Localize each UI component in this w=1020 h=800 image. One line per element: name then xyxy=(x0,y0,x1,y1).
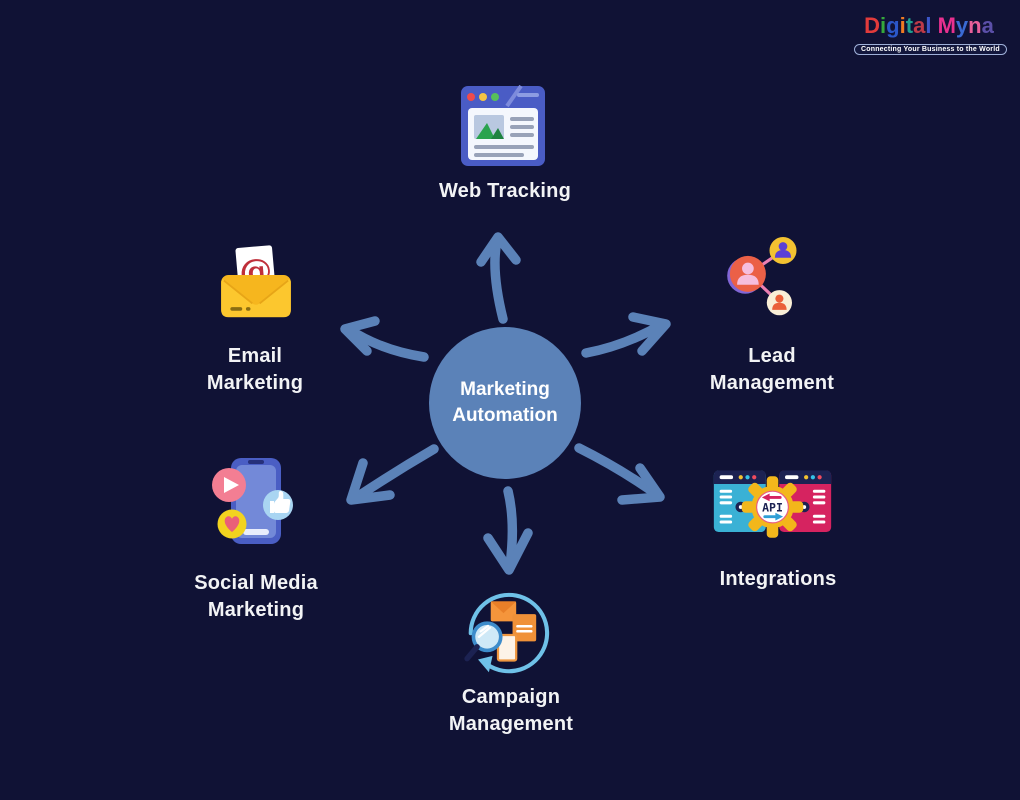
label-email-marketing: Email Marketing xyxy=(105,343,405,397)
label-line: Management xyxy=(709,372,835,394)
logo-letter: D xyxy=(864,13,881,38)
label-line: Management xyxy=(448,713,574,735)
arrow-down-icon xyxy=(483,486,533,575)
brand-logo: Digital Myna Connecting Your Business to… xyxy=(854,14,1007,56)
label-social-media-marketing: Social Media Marketing xyxy=(106,570,406,624)
browser-window-icon xyxy=(461,84,545,166)
label-line: Email xyxy=(227,345,283,367)
svg-text:API: API xyxy=(762,500,783,514)
logo-letter: i xyxy=(899,13,906,38)
logo-letter: g xyxy=(886,13,900,38)
smartphone-social-icon xyxy=(212,458,293,544)
label-campaign-management: Campaign Management xyxy=(361,684,661,738)
label-line: Social Media xyxy=(194,572,318,594)
label-integrations: Integrations xyxy=(628,566,928,593)
email-envelope-icon: @ xyxy=(221,245,291,318)
center-hub-label-line2: Automation xyxy=(452,405,558,426)
contacts-network-icon xyxy=(727,237,797,316)
logo-letter: n xyxy=(968,13,982,38)
label-line: Marketing xyxy=(207,599,305,621)
logo-tagline: Connecting Your Business to the World xyxy=(854,44,1007,55)
logo-letter: a xyxy=(913,13,926,38)
campaign-cycle-icon xyxy=(464,592,550,674)
arrow-lower-right-icon xyxy=(574,443,665,505)
arrow-upper-left-icon xyxy=(340,316,429,362)
logo-letter: y xyxy=(955,13,969,38)
center-hub: Marketing Automation xyxy=(429,327,581,479)
logo-letter: l xyxy=(925,13,932,38)
logo-letter: i xyxy=(880,13,887,38)
arrow-upper-right-icon xyxy=(581,312,671,358)
center-hub-label-line1: Marketing xyxy=(460,379,550,400)
label-line: Marketing xyxy=(206,372,304,394)
logo-letter: M xyxy=(937,13,956,38)
arrow-lower-left-icon xyxy=(346,444,439,505)
label-line: Integrations xyxy=(719,568,837,590)
arrow-up-icon xyxy=(476,232,521,324)
api-integration-icon: API xyxy=(713,470,832,538)
label-web-tracking: Web Tracking xyxy=(355,178,655,205)
logo-title: Digital Myna xyxy=(854,14,1004,38)
label-lead-management: Lead Management xyxy=(622,343,922,397)
label-line: Lead xyxy=(748,345,796,367)
logo-letter: t xyxy=(905,13,914,38)
label-line: Campaign xyxy=(461,686,561,708)
logo-letter: a xyxy=(981,13,994,38)
label-line: Web Tracking xyxy=(438,180,572,202)
